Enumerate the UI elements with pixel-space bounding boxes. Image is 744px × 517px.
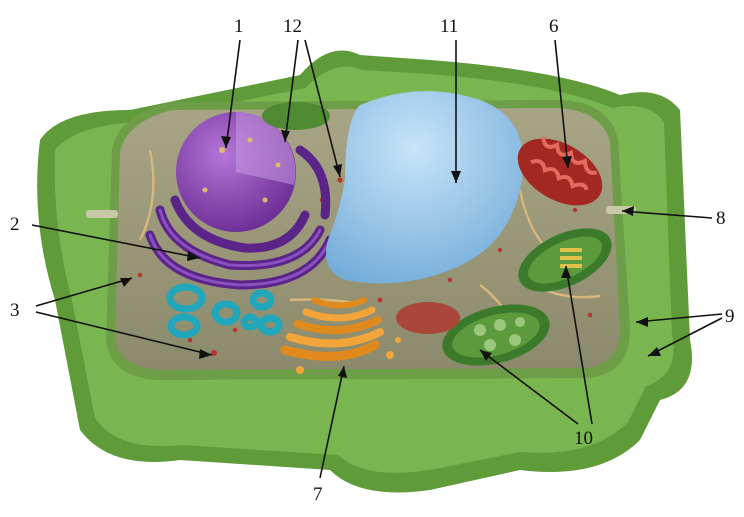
label-3: 3 bbox=[10, 300, 20, 321]
plasmodesma-left bbox=[86, 210, 118, 218]
label-1: 1 bbox=[234, 16, 244, 37]
label-10: 10 bbox=[574, 428, 593, 449]
label-9: 9 bbox=[725, 306, 735, 327]
label-8: 8 bbox=[716, 208, 726, 229]
label-11: 11 bbox=[440, 16, 458, 37]
label-7: 7 bbox=[313, 484, 323, 505]
top-green-organelle bbox=[262, 102, 330, 130]
nucleus bbox=[176, 112, 296, 232]
label-12: 12 bbox=[283, 16, 302, 37]
red-organelle bbox=[396, 302, 460, 334]
label-6: 6 bbox=[549, 16, 559, 37]
label-2: 2 bbox=[10, 214, 20, 235]
